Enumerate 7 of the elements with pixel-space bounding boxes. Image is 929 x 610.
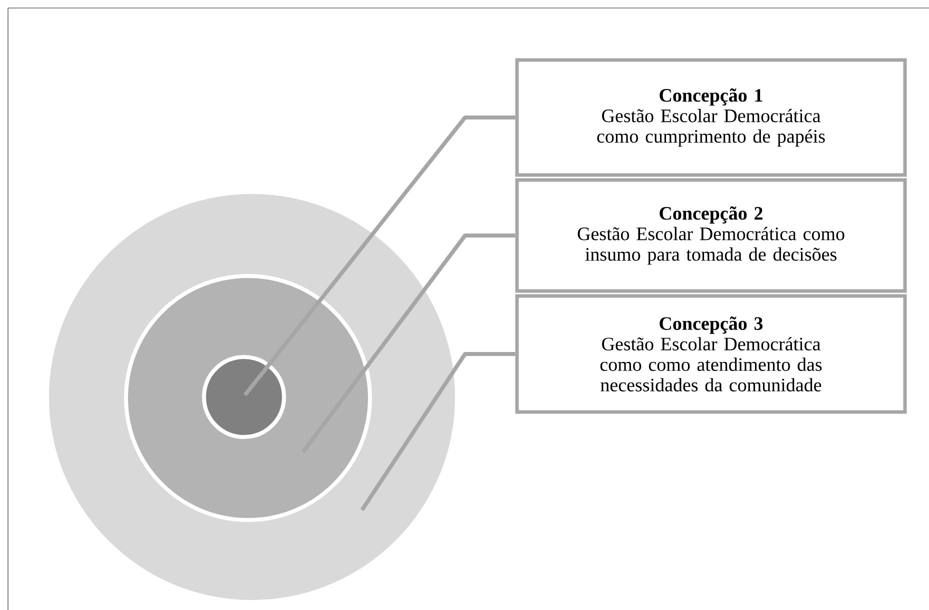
- leader-line: [301, 234, 516, 454]
- leader-line: [243, 116, 516, 396]
- leader-line: [360, 352, 516, 512]
- concept-box: Concepção 2 Gestão Escolar Democrática como insumo para tomada de decisões: [515, 178, 907, 293]
- concept-box: Concepção 3 Gestão Escolar Democrática como como atendimento das necessidades da comunidade: [515, 294, 907, 414]
- ring-circle: [202, 355, 286, 439]
- concept-box: Concepção 1 Gestão Escolar Democrática como cumprimento de papéis: [515, 58, 907, 177]
